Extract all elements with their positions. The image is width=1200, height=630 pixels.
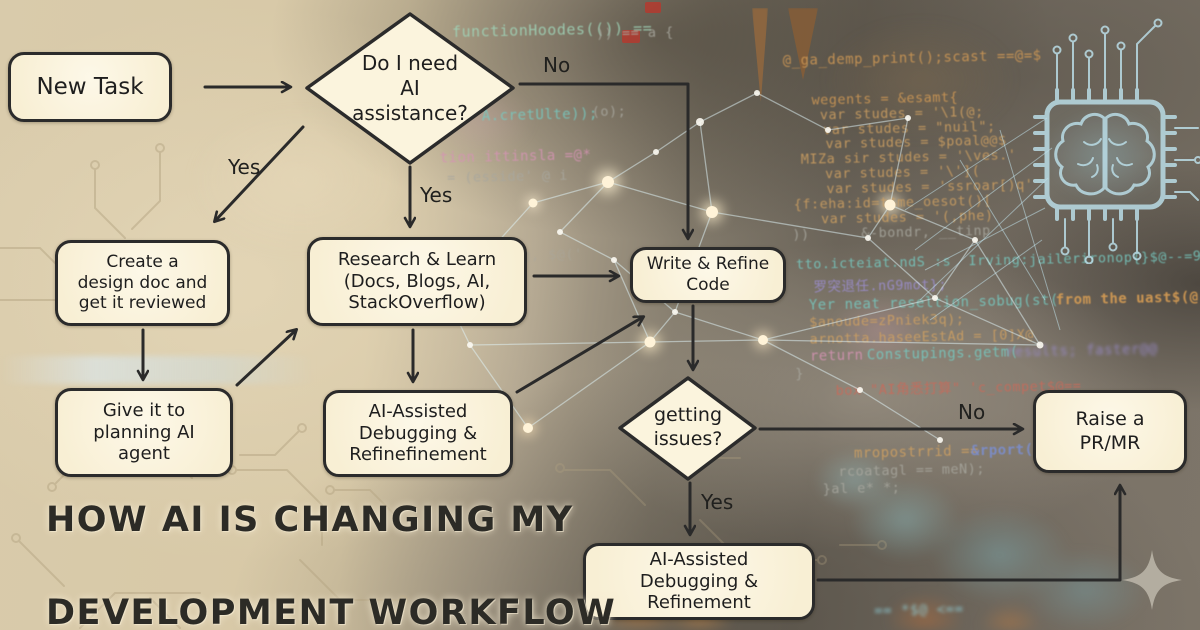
- arrow-debug-to-write: [515, 317, 643, 394]
- code-highlight-badge: [622, 30, 640, 43]
- edge-label-yes-design: Yes: [228, 155, 261, 179]
- edge-label-yes-debug: Yes: [701, 490, 734, 514]
- arrow-yes-to-design: [215, 125, 305, 221]
- title-line1: HOW AI IS CHANGING MY: [46, 500, 574, 540]
- edge-label-yes-research: Yes: [420, 183, 453, 207]
- node-raise-pr-mr: Raise a PR/MR: [1033, 390, 1187, 473]
- node-give-to-planning-agent: Give it to planning AI agent: [55, 388, 233, 477]
- node-research-learn: Research & Learn (Docs, Blogs, AI, Stack…: [307, 237, 527, 326]
- code-highlight-badge: [645, 2, 661, 13]
- ai-brain-chip-icon: [1000, 12, 1200, 265]
- arrow-no-to-write: [518, 82, 688, 238]
- arrow-debug2-to-pr: [816, 486, 1120, 582]
- decision-getting-issues-label: getting issues?: [653, 404, 723, 450]
- decision-need-ai-label: Do I need AI assistance?: [352, 50, 468, 125]
- decision-need-ai-shape: [305, 12, 515, 165]
- node-ai-debugging-refinement: AI-Assisted Debugging & Refinement: [583, 543, 815, 620]
- node-create-design-doc: Create a design doc and get it reviewed: [55, 240, 230, 326]
- node-ai-debugging-refinefinement: AI-Assisted Debugging & Refinefinement: [323, 390, 513, 477]
- node-write-refine-code: Write & Refine Code: [630, 247, 786, 303]
- decision-getting-issues-shape: [618, 376, 757, 481]
- title-line2: DEVELOPMENT WORKFLOW: [46, 593, 617, 630]
- node-new-task: New Task: [8, 52, 172, 122]
- arrow-planning-to-research: [235, 330, 296, 387]
- edge-label-no-top: No: [543, 53, 571, 77]
- page-title: HOW AI IS CHANGING MY DEVELOPMENT WORKFL…: [46, 497, 616, 630]
- edge-label-no-pr: No: [958, 400, 986, 424]
- sparkle-icon: [1122, 550, 1182, 610]
